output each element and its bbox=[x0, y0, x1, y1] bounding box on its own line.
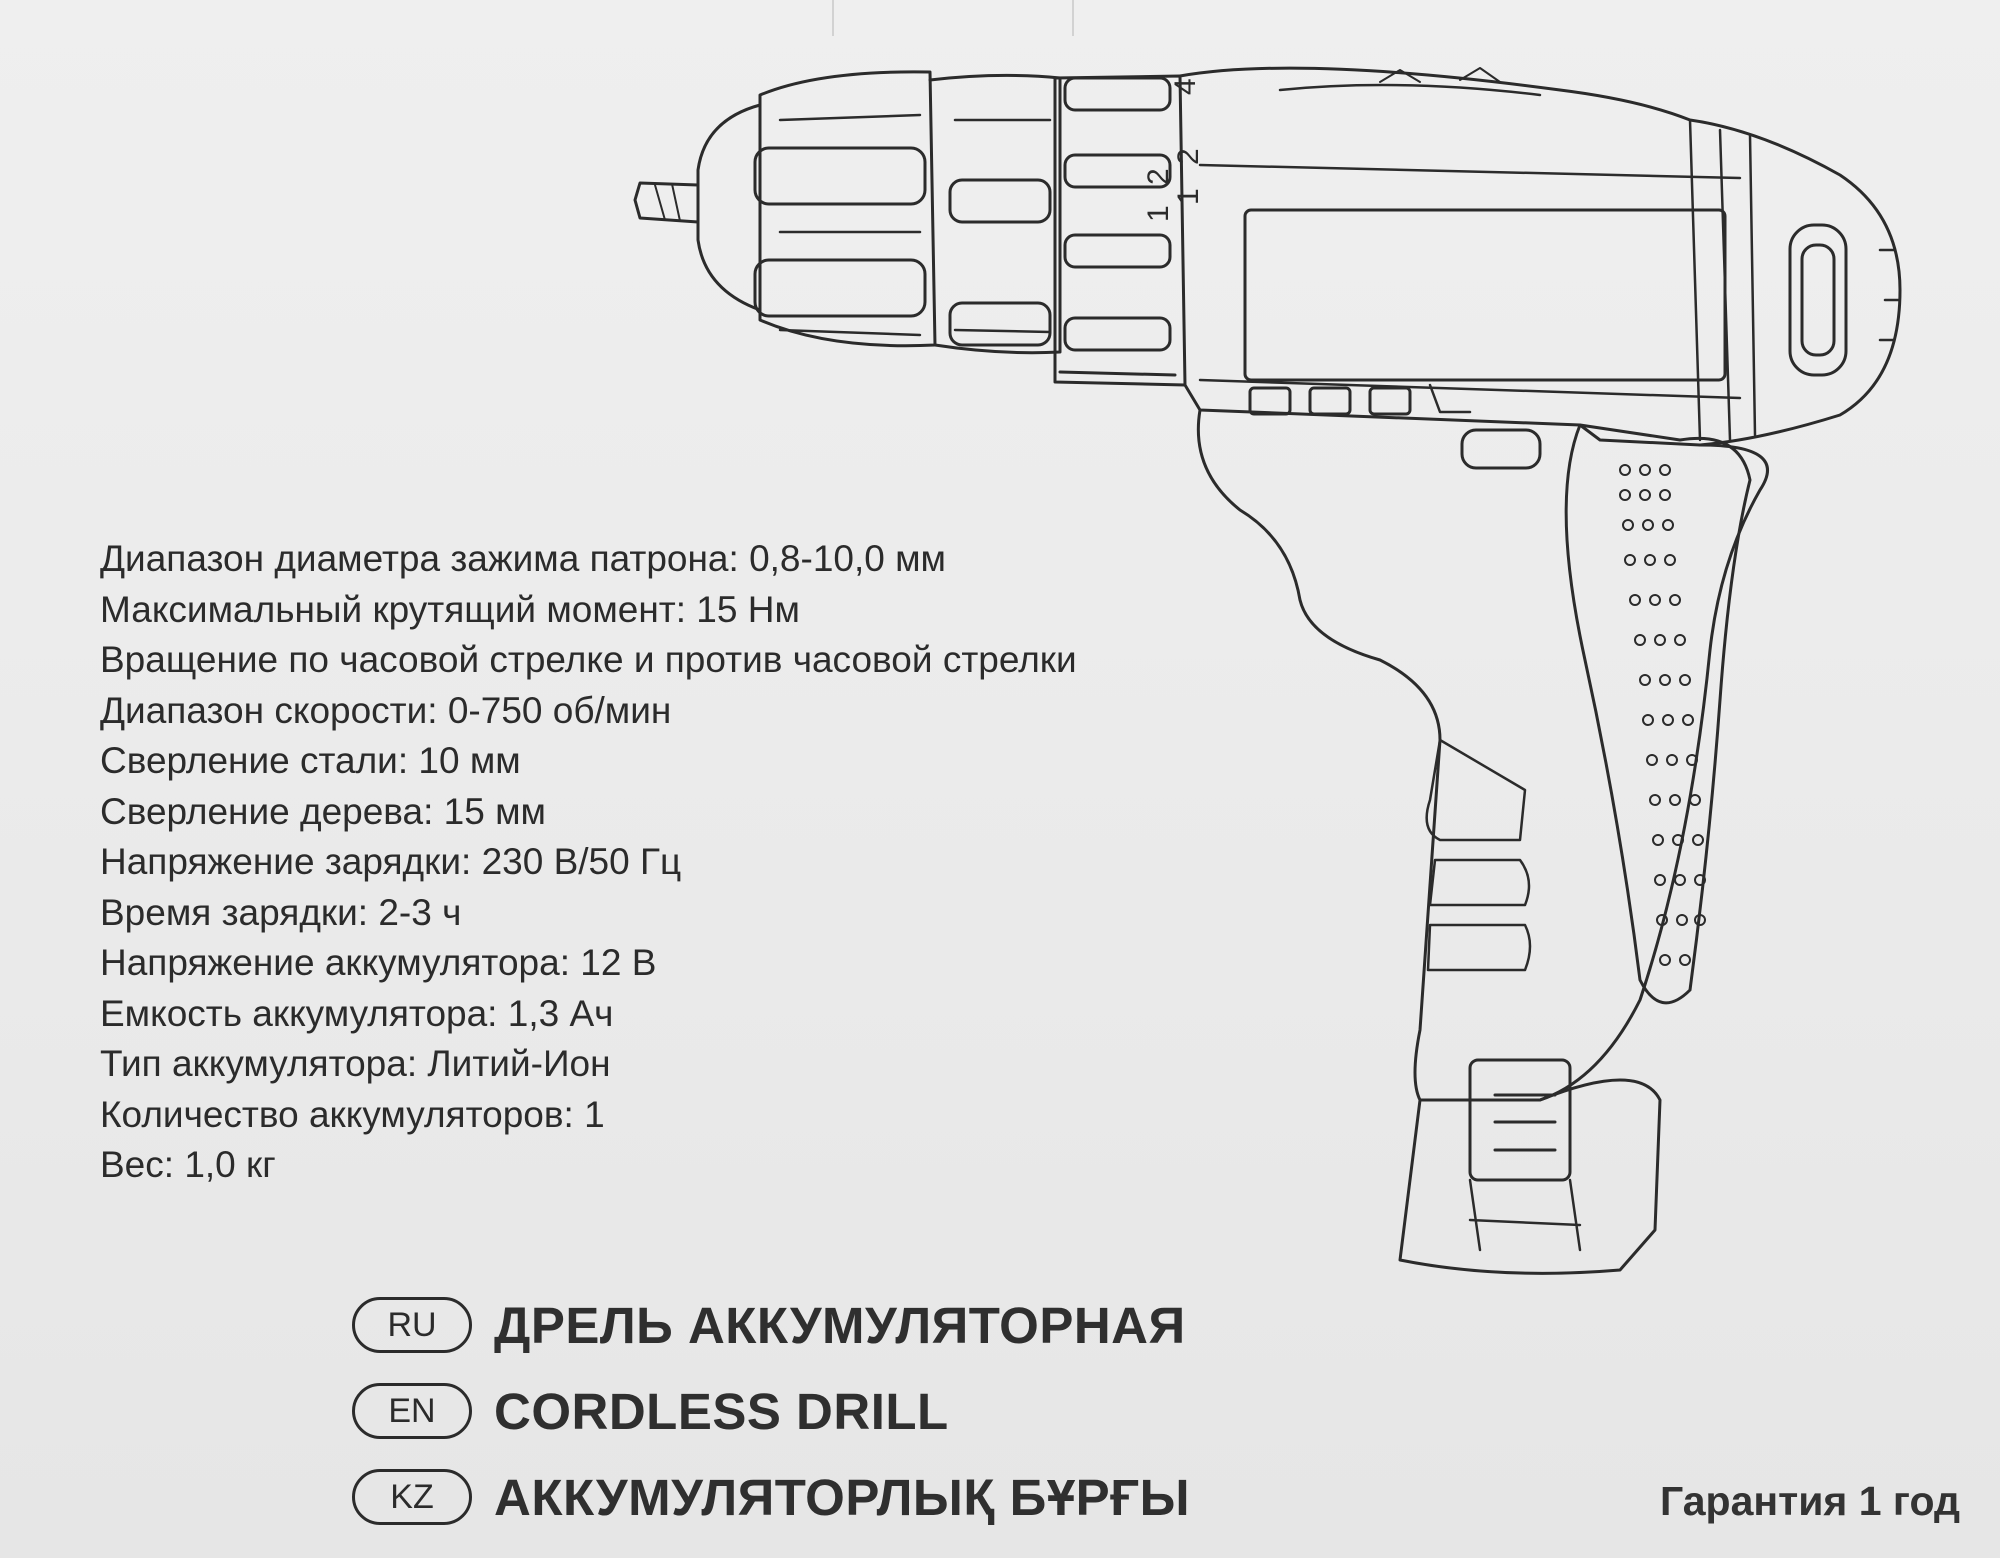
dial-number-inner-2: 2 bbox=[1142, 168, 1175, 185]
spec-weight: Вес: 1,0 кг bbox=[100, 1144, 276, 1185]
title-en: CORDLESS DRILL bbox=[494, 1382, 949, 1440]
lang-badge-en: EN bbox=[352, 1383, 472, 1439]
fold-line-left bbox=[832, 0, 834, 36]
grip-ribs bbox=[1425, 738, 1527, 842]
spec-battery-type: Тип аккумулятора: Литий-Ион bbox=[100, 1043, 611, 1084]
spec-max-torque: Максимальный крутящий момент: 15 Нм bbox=[100, 588, 800, 630]
battery bbox=[1398, 1078, 1662, 1275]
drill-illustration: 4 2 1 2 1 bbox=[633, 66, 1902, 1275]
dial-number-inner-1: 1 bbox=[1142, 205, 1175, 222]
title-kz: АККУМУЛЯТОРЛЫҚ БҰРҒЫ bbox=[494, 1468, 1191, 1526]
dial-number-4: 4 bbox=[1169, 78, 1202, 95]
spec-charge-voltage: Напряжение зарядки: 230 В/50 Гц bbox=[100, 841, 682, 882]
title-ru: ДРЕЛЬ АККУМУЛЯТОРНАЯ bbox=[494, 1296, 1186, 1354]
grip-dots bbox=[1619, 464, 1706, 966]
spec-wood-drilling: Сверление дерева: 15 мм bbox=[100, 790, 546, 832]
drill-bit bbox=[633, 181, 700, 224]
spec-chuck-range: Диапазон диаметра зажима патрона: 0,8-10… bbox=[100, 538, 946, 579]
lang-badge-ru: RU bbox=[352, 1297, 472, 1353]
trigger bbox=[1460, 428, 1542, 470]
spec-rotation: Вращение по часовой стрелке и против час… bbox=[100, 639, 1077, 680]
lang-badge-kz: KZ bbox=[352, 1469, 472, 1525]
spec-battery-voltage: Напряжение аккумулятора: 12 В bbox=[100, 942, 657, 983]
warranty-label: Гарантия 1 год bbox=[1660, 1478, 1960, 1524]
chuck-body bbox=[758, 70, 937, 348]
grip-panel bbox=[1564, 423, 1752, 1005]
spec-steel-drilling: Сверление стали: 10 мм bbox=[100, 740, 521, 781]
spec-speed-range: Диапазон скорости: 0-750 об/мин bbox=[100, 689, 672, 731]
torque-ring bbox=[1053, 74, 1187, 387]
fold-line-right bbox=[1072, 0, 1074, 36]
chuck-nose bbox=[696, 103, 762, 312]
title-row-kz: KZ АККУМУЛЯТОРЛЫҚ БҰРҒЫ bbox=[352, 1462, 1190, 1532]
chuck-collar bbox=[928, 73, 1062, 355]
spec-list: Диапазон диаметра зажима патрона: 0,8-10… bbox=[100, 534, 1300, 1191]
spec-battery-count: Количество аккумуляторов: 1 bbox=[100, 1093, 605, 1135]
body-housing bbox=[1178, 66, 1902, 447]
dial-number-1: 1 bbox=[1172, 188, 1205, 205]
spec-charge-time: Время зарядки: 2-3 ч bbox=[100, 891, 462, 933]
spec-battery-capacity: Емкость аккумулятора: 1,3 Ач bbox=[100, 992, 614, 1034]
title-row-ru: RU ДРЕЛЬ АККУМУЛЯТОРНАЯ bbox=[352, 1290, 1186, 1360]
title-row-en: EN CORDLESS DRILL bbox=[352, 1376, 949, 1446]
dial-number-2: 2 bbox=[1172, 148, 1205, 165]
